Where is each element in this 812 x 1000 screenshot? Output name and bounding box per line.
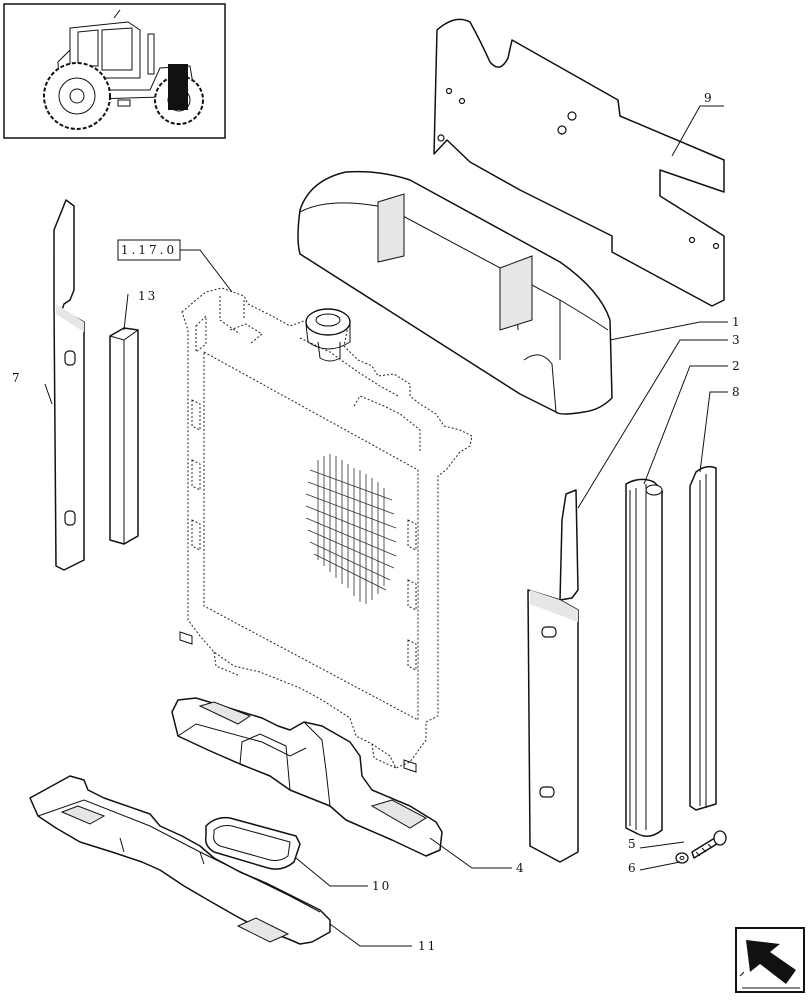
callout-8: 8 bbox=[732, 385, 742, 399]
part-8-seal-strip bbox=[689, 465, 717, 811]
part-1-top-block bbox=[297, 170, 613, 415]
tractor-thumbnail-icon[interactable] bbox=[3, 3, 226, 139]
part-13-seal bbox=[109, 327, 139, 545]
part-11-bottom-seal bbox=[29, 775, 331, 945]
part-4-lower-seal bbox=[171, 697, 443, 857]
callout-1: 1 bbox=[732, 315, 742, 329]
reference-label[interactable]: 1.17.0 bbox=[117, 239, 233, 293]
part-2-channel-tube bbox=[625, 478, 663, 837]
part-3-right-strip bbox=[527, 489, 579, 863]
part-10-pad bbox=[204, 816, 301, 870]
callout-5: 5 bbox=[628, 837, 638, 851]
callout-4: 4 bbox=[516, 861, 526, 875]
back-arrow-icon[interactable] bbox=[735, 927, 805, 993]
callout-3: 3 bbox=[732, 333, 742, 347]
part-7-left-strip bbox=[53, 199, 85, 571]
part-9-seal-plate bbox=[433, 18, 725, 307]
callout-2: 2 bbox=[732, 359, 742, 373]
radiator-reference-assembly bbox=[179, 287, 473, 773]
part-5-bolt bbox=[691, 830, 727, 859]
part-6-washer bbox=[675, 852, 689, 864]
svg-text:1.17.0: 1.17.0 bbox=[121, 243, 177, 257]
leader-lines bbox=[44, 105, 728, 947]
radiator-core-mesh bbox=[305, 454, 397, 604]
callout-6: 6 bbox=[628, 861, 638, 875]
callout-11: 11 bbox=[418, 939, 437, 953]
callout-7: 7 bbox=[12, 371, 22, 385]
callout-13: 13 bbox=[138, 289, 157, 303]
callout-9: 9 bbox=[704, 91, 714, 105]
callout-labels: 1 3 2 8 9 7 13 4 10 11 5 6 bbox=[12, 91, 742, 953]
callout-10: 10 bbox=[372, 879, 391, 893]
